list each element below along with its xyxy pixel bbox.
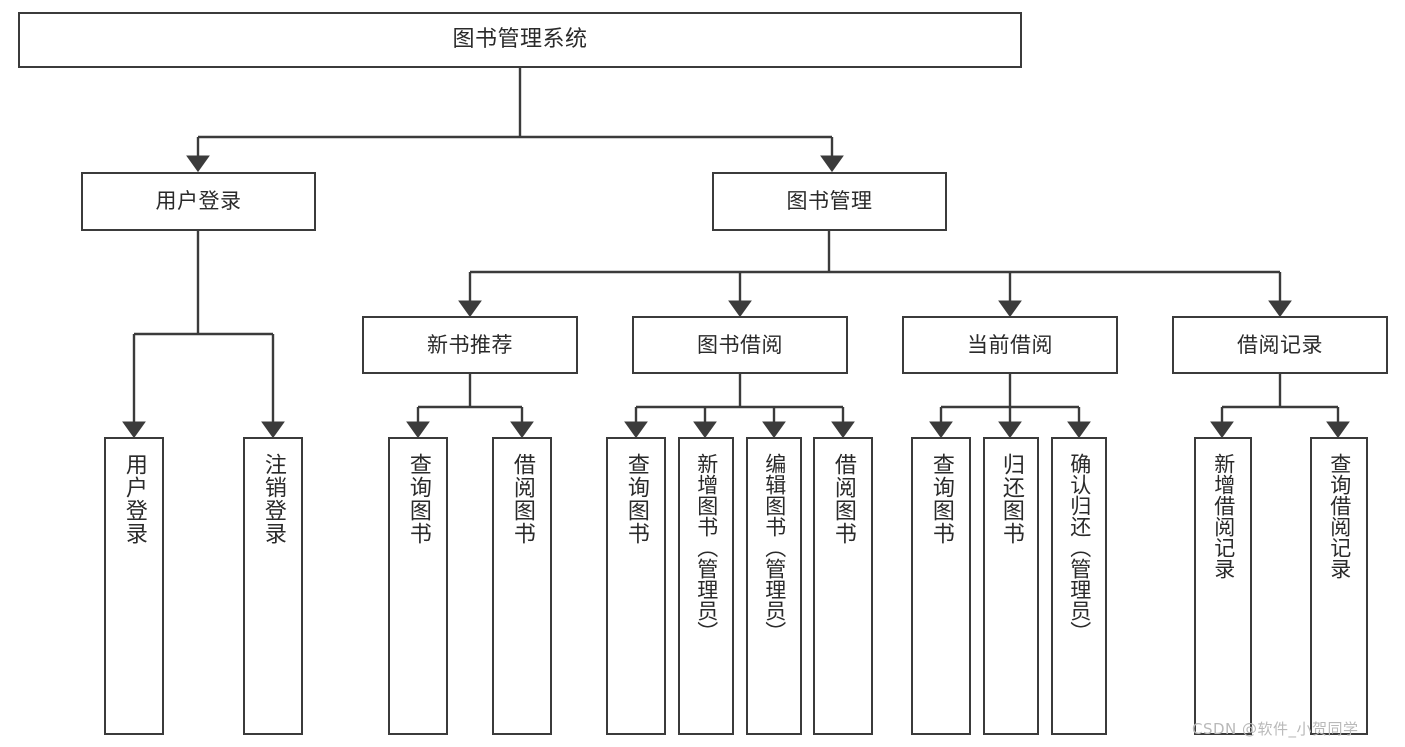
node-label: 查询图书 [928, 453, 954, 545]
csdn-watermark: CSDN @软件_小贺同学 [1192, 720, 1359, 738]
leaf-user-login[interactable]: 用户登录 [104, 437, 164, 735]
node-label: 借阅记录 [1237, 332, 1323, 357]
node-label: 借阅图书 [509, 453, 535, 545]
node-label: 查询借阅记录 [1327, 453, 1352, 579]
leaf-query-book-current[interactable]: 查询图书 [911, 437, 971, 735]
node-label: 编辑图书（管理员） [762, 453, 787, 642]
node-label: 用户登录 [155, 189, 242, 214]
node-book-management[interactable]: 图书管理 [712, 172, 947, 231]
node-label: 新书推荐 [427, 332, 513, 357]
node-label: 用户登录 [121, 453, 147, 545]
leaf-query-borrow-record[interactable]: 查询借阅记录 [1310, 437, 1368, 735]
node-book-borrow[interactable]: 图书借阅 [632, 316, 848, 374]
node-label: 注销登录 [260, 453, 286, 545]
leaf-query-book-recommend[interactable]: 查询图书 [388, 437, 448, 735]
leaf-add-book-admin[interactable]: 新增图书（管理员） [678, 437, 734, 735]
leaf-logout-login[interactable]: 注销登录 [243, 437, 303, 735]
leaf-borrow-book-recommend[interactable]: 借阅图书 [492, 437, 552, 735]
node-label: 归还图书 [998, 453, 1024, 545]
node-label: 图书借阅 [697, 332, 783, 357]
node-label: 图书管理系统 [452, 27, 588, 53]
node-label: 当前借阅 [967, 332, 1053, 357]
node-label: 借阅图书 [830, 453, 856, 545]
node-borrow-record[interactable]: 借阅记录 [1172, 316, 1388, 374]
node-label: 新增借阅记录 [1211, 453, 1236, 579]
node-label: 查询图书 [623, 453, 649, 545]
leaf-edit-book-admin[interactable]: 编辑图书（管理员） [746, 437, 802, 735]
node-label: 图书管理 [786, 189, 873, 214]
leaf-confirm-return-admin[interactable]: 确认归还（管理员） [1051, 437, 1107, 735]
node-root-system[interactable]: 图书管理系统 [18, 12, 1022, 68]
leaf-borrow-book[interactable]: 借阅图书 [813, 437, 873, 735]
node-label: 查询图书 [405, 453, 431, 545]
leaf-add-borrow-record[interactable]: 新增借阅记录 [1194, 437, 1252, 735]
node-user-login[interactable]: 用户登录 [81, 172, 316, 231]
node-new-book-recommend[interactable]: 新书推荐 [362, 316, 578, 374]
node-label: 确认归还（管理员） [1067, 453, 1092, 642]
node-label: 新增图书（管理员） [694, 453, 719, 642]
node-current-borrow[interactable]: 当前借阅 [902, 316, 1118, 374]
leaf-query-book-borrow[interactable]: 查询图书 [606, 437, 666, 735]
leaf-return-book[interactable]: 归还图书 [983, 437, 1039, 735]
